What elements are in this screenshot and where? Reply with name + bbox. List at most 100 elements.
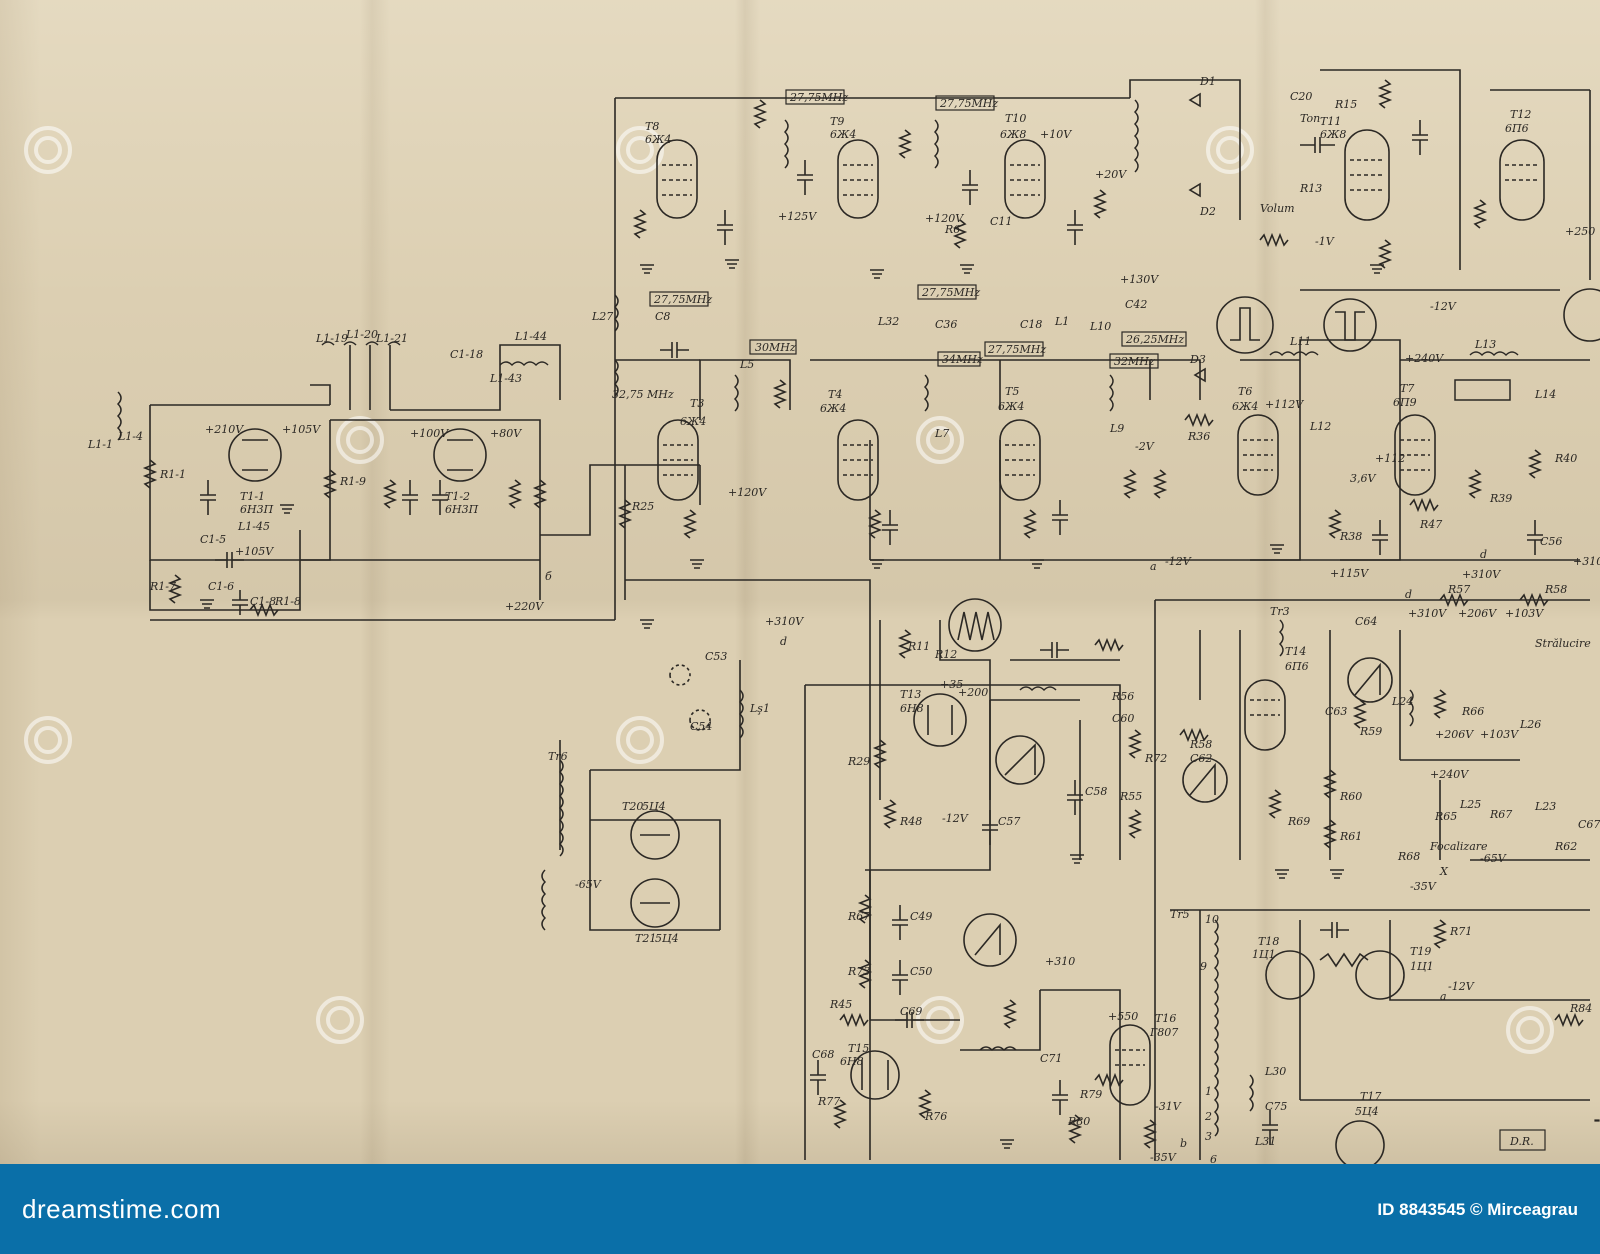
label-l1: L1 <box>1054 315 1069 328</box>
label-l23: L23 <box>1534 800 1556 813</box>
label-freq-4: 27,75MHz <box>921 286 980 299</box>
label-t13-type: 6Н8 <box>900 702 924 715</box>
label-v310d: +310V <box>765 615 804 628</box>
label-v310b: +310 <box>1573 555 1600 568</box>
label-r11: R11 <box>907 640 930 653</box>
label-t16-type: Г807 <box>1149 1026 1178 1039</box>
label-l31: L31 <box>1254 1135 1276 1148</box>
label-l5: L5 <box>739 358 754 371</box>
label-tr5: Tr5 <box>1170 908 1190 921</box>
label-r60: R60 <box>1339 790 1362 803</box>
label-t16: T16 <box>1155 1012 1176 1025</box>
label-r25: R25 <box>631 500 654 513</box>
label-r62: R62 <box>1554 840 1577 853</box>
label-v-minus35b: -35V <box>1150 1151 1177 1164</box>
label-r6: R6 <box>944 223 960 236</box>
label-l24: L24 <box>1391 695 1413 708</box>
label-r67b: R67 <box>847 910 870 923</box>
label-c62: C62 <box>1190 752 1212 765</box>
label-l26: L26 <box>1519 718 1541 731</box>
label-l1-21: L1-21 <box>375 332 408 345</box>
label-l1-20: L1-20 <box>345 328 378 341</box>
label-dr: D.R. <box>1509 1135 1534 1148</box>
label-c53: C53 <box>705 650 727 663</box>
label-v-minus12c: -12V <box>942 812 969 825</box>
label-t1-2-type: 6Н3П <box>445 503 479 516</box>
label-c1-18: C1-18 <box>450 348 483 361</box>
label-t10: T10 <box>1005 112 1026 125</box>
label-v35: +35 <box>940 678 963 691</box>
image-credit: ID 8843545 © Mirceagrau <box>1377 1200 1578 1219</box>
label-r1-7: R1-7 <box>149 580 176 593</box>
label-tr3: Tr3 <box>1270 605 1290 618</box>
label-r45: R45 <box>829 998 852 1011</box>
label-t1-1: T1-1 <box>240 490 265 503</box>
label-l9: L9 <box>1109 422 1124 435</box>
label-r29: R29 <box>847 755 870 768</box>
label-r38: R38 <box>1339 530 1362 543</box>
label-v112b: +112 <box>1375 452 1405 465</box>
label-t13: T13 <box>900 688 921 701</box>
label-v-plus10: +10V <box>1040 128 1072 141</box>
label-r1-8: R1-8 <box>274 595 301 608</box>
label-t14-type: 6П6 <box>1285 660 1309 673</box>
label-r58b: R58 <box>1189 738 1212 751</box>
brand-wordmark[interactable]: dreamstime.com <box>22 1194 222 1224</box>
vacuum-tubes <box>228 129 1545 1164</box>
label-v103b: +103V <box>1480 728 1519 741</box>
label-tr6: Tr6 <box>548 750 568 763</box>
wiring <box>149 69 1591 1160</box>
label-t20: T20 <box>622 800 643 813</box>
label-t14: T14 <box>1285 645 1306 658</box>
label-v206: +206V <box>1458 607 1497 620</box>
label-l11: L11 <box>1289 335 1311 348</box>
label-v310e: +310 <box>1045 955 1075 968</box>
label-c18: C18 <box>1020 318 1042 331</box>
label-v-minus1: -1V <box>1315 235 1335 248</box>
label-t15: T15 <box>848 1042 869 1055</box>
label-t21-type: 5Ц4 <box>655 932 679 945</box>
oscillogram-symbols <box>948 288 1600 967</box>
label-t20-type: 5Ц4 <box>642 800 666 813</box>
label-v112: +112V <box>1265 398 1304 411</box>
label-d-terminal-1: d <box>1480 548 1487 561</box>
label-c68: C68 <box>812 1048 834 1061</box>
label-t10-type: 6Ж8 <box>1000 128 1026 141</box>
label-c56: C56 <box>1540 535 1562 548</box>
label-l12: L12 <box>1309 420 1331 433</box>
label-r15: R15 <box>1334 98 1357 111</box>
label-t12: T12 <box>1510 108 1531 121</box>
label-v103: +103V <box>1505 607 1544 620</box>
label-t11: T11 <box>1320 115 1341 128</box>
label-r79: R79 <box>1079 1088 1102 1101</box>
label-r73: R73 <box>847 965 870 978</box>
label-t7-type: 6П9 <box>1393 396 1417 409</box>
label-r69: R69 <box>1287 815 1310 828</box>
label-v240a: +240V <box>1405 352 1444 365</box>
label-d-terminal-2: d <box>1405 588 1412 601</box>
label-l1-45: L1-45 <box>237 520 270 533</box>
label-r65: R65 <box>1434 810 1457 823</box>
label-r66: R66 <box>1461 705 1484 718</box>
label-l1-44: L1-44 <box>514 330 547 343</box>
label-r71: R71 <box>1449 925 1472 938</box>
label-t9-type: 6Ж4 <box>830 128 856 141</box>
label-r48: R48 <box>899 815 922 828</box>
label-r56: R56 <box>1111 690 1134 703</box>
label-r76: R76 <box>924 1110 947 1123</box>
label-l32: L32 <box>877 315 899 328</box>
label-t4-type: 6Ж4 <box>820 402 846 415</box>
label-l13: L13 <box>1474 338 1496 351</box>
label-t18-type: 1Ц1 <box>1252 948 1276 961</box>
label-t6: T6 <box>1238 385 1252 398</box>
label-b-terminal: б <box>545 570 552 583</box>
label-b-terminal-2: b <box>1180 1137 1187 1150</box>
label-freq-1: 27,75MHz <box>789 91 848 104</box>
label-volum: Volum <box>1260 202 1295 215</box>
label-v130: +130V <box>1120 273 1159 286</box>
label-tap-10: 10 <box>1205 913 1219 926</box>
label-a-terminal-1: a <box>1150 560 1157 573</box>
label-v-minus31: -31V <box>1155 1100 1182 1113</box>
circuit-schematic: T8 6Ж4 27,75MHz T9 6Ж4 27,75MHz T10 6Ж8 … <box>24 69 1600 1164</box>
label-freq-5: 27,75MHz <box>987 343 1046 356</box>
